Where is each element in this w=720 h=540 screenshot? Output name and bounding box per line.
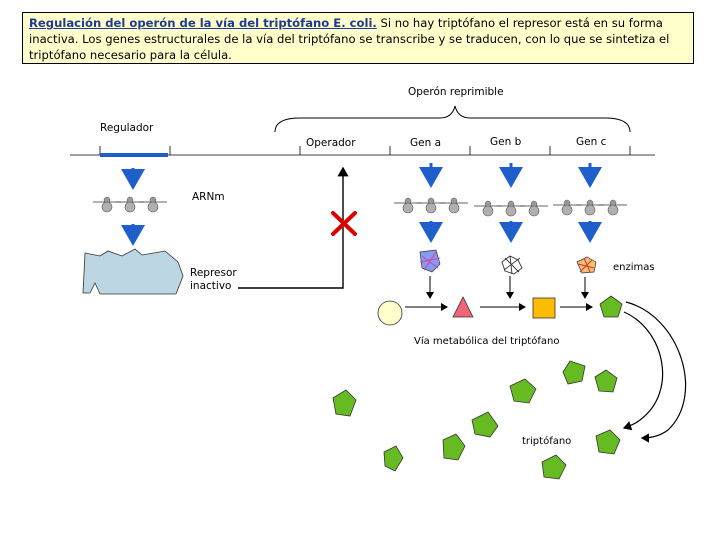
tryptophan-icon [562, 360, 586, 385]
tryptophan-product-icon [599, 295, 623, 318]
gene-c-label: Gen c [576, 136, 607, 148]
mrna-label: ARNm [192, 191, 225, 203]
intermediate-triangle [452, 296, 474, 318]
enzyme-c-icon [576, 256, 597, 274]
tryptophan-icon [442, 433, 466, 461]
enzymes-label: enzimas [613, 262, 655, 273]
tryptophan-label: triptófano [522, 436, 572, 447]
return-arrow-inner [622, 311, 664, 431]
pathway-label: Vía metabólica del triptófano [414, 336, 560, 347]
repressor-protein [82, 248, 184, 295]
ribosomes-icon [474, 201, 548, 216]
tryptophan-icon [541, 454, 567, 480]
gene-b-label: Gen b [490, 136, 522, 148]
repressor-label-line2: inactivo [190, 280, 232, 292]
regulator-gene-bar [100, 153, 168, 157]
enzyme-a-icon [419, 249, 441, 273]
operon-label: Operón reprimible [408, 86, 504, 98]
enzyme-b-icon [501, 255, 523, 275]
caption-box: Regulación del operón de la vía del trip… [22, 12, 694, 64]
tryptophan-icon [383, 445, 404, 472]
gene-a-label: Gen a [410, 137, 442, 149]
repressor-label-line1: Represor [190, 267, 237, 279]
block-x-icon [331, 211, 357, 236]
inactive-path-line [238, 166, 349, 289]
operator-label: Operador [306, 137, 356, 149]
ribosomes-icon [394, 198, 468, 213]
tryptophan-icon [595, 429, 621, 455]
intermediate-square [532, 297, 556, 319]
ribosomes-icon [553, 200, 627, 215]
substrate-circle [377, 300, 403, 326]
operon-brace [274, 105, 631, 133]
tryptophan-icon [594, 369, 618, 393]
tryptophan-icon [471, 411, 499, 438]
tryptophan-icon [332, 389, 357, 417]
regulator-label: Regulador [100, 122, 154, 134]
ribosomes-icon [93, 197, 167, 212]
tryptophan-icon [509, 378, 537, 404]
caption-text: Si no hay triptófano el represor está en… [29, 16, 670, 62]
caption-title: Regulación del operón de la vía del trip… [29, 16, 377, 30]
return-arrow-outer [625, 301, 687, 443]
